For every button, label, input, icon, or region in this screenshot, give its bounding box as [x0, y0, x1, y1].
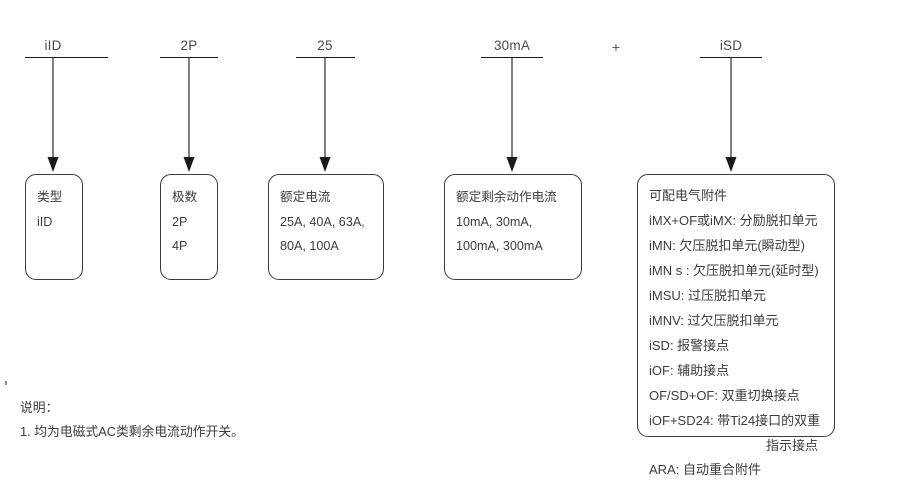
box-poles: 极数 2P 4P: [160, 174, 218, 280]
box-poles-heading: 极数: [172, 190, 198, 204]
accessory-item-imnv: iMNV: 过欠压脱扣单元: [649, 312, 779, 328]
accessory-item-imsu: iMSU: 过压脱扣单元: [649, 287, 767, 303]
box-poles-value-1: 4P: [172, 239, 188, 254]
box-electrical-accessories: 可配电气附件 iMX+OF或iMX: 分励脱扣单元 iMN: 欠压脱扣单元(瞬动…: [637, 174, 835, 477]
accessory-item-iof-sd24: iOF+SD24: 带Ti24接口的双重: [649, 412, 821, 428]
accessory-item-iof-sd24-cont: 指示接点: [765, 437, 818, 453]
accessory-item-ofsd-of: OF/SD+OF: 双重切换接点: [649, 387, 800, 403]
box-rated-current: 额定电流 25A, 40A, 63A, 80A, 100A: [268, 174, 384, 280]
notes-title: 说明：: [20, 400, 59, 415]
naming-convention-diagram: iID 2P 25 30mA + iSD 类型 iID 极数 2P 4P 额定电…: [5, 38, 835, 477]
notes-block: 说明： 1. 均为电磁式AC类剩余电流动作开关。: [20, 396, 244, 443]
plus-separator: +: [611, 39, 621, 55]
box-poles-value-0: 2P: [172, 214, 188, 229]
box-rated-current-value-1: 80A, 100A: [280, 239, 339, 254]
box-rated-residual-current: 额定剩余动作电流 10mA, 30mA, 100mA, 300mA: [444, 174, 582, 280]
box-rated-residual-value-1: 100mA, 300mA: [456, 239, 543, 254]
box-type: 类型 iID: [25, 174, 83, 280]
page-artifact-mark: [5, 381, 7, 385]
accessory-item-iof: iOF: 辅助接点: [649, 362, 730, 378]
connector-type: [25, 56, 108, 172]
accessory-item-imn: iMN: 欠压脱扣单元(瞬动型): [649, 237, 805, 253]
box-rated-current-heading: 额定电流: [280, 190, 331, 204]
segment-label-residual: 30mA: [493, 38, 531, 53]
box-rated-current-value-0: 25A, 40A, 63A,: [280, 214, 365, 229]
connector-poles: [160, 56, 218, 172]
box-type-heading: 类型: [37, 190, 63, 204]
accessory-item-imx: iMX+OF或iMX: 分励脱扣单元: [649, 212, 818, 228]
box-type-value-0: iID: [37, 214, 53, 229]
connector-accessory: [700, 56, 762, 172]
accessory-item-imn-s: iMN s : 欠压脱扣单元(延时型): [649, 262, 819, 278]
connector-residual: [481, 56, 543, 172]
box-rated-residual-value-0: 10mA, 30mA,: [456, 214, 533, 229]
segment-label-current: 25: [317, 38, 333, 53]
segment-label-poles: 2P: [180, 38, 198, 53]
accessory-item-isd: iSD: 报警接点: [649, 337, 730, 353]
segment-label-accessory: iSD: [719, 38, 743, 53]
segment-label-type: iID: [44, 38, 62, 53]
box-rated-residual-heading: 额定剩余动作电流: [456, 190, 557, 204]
box-accessories-heading: 可配电气附件: [649, 188, 728, 203]
notes-item-0: 1. 均为电磁式AC类剩余电流动作开关。: [20, 423, 244, 439]
connector-current: [296, 56, 355, 172]
accessory-item-ara: ARA: 自动重合附件: [649, 462, 761, 478]
